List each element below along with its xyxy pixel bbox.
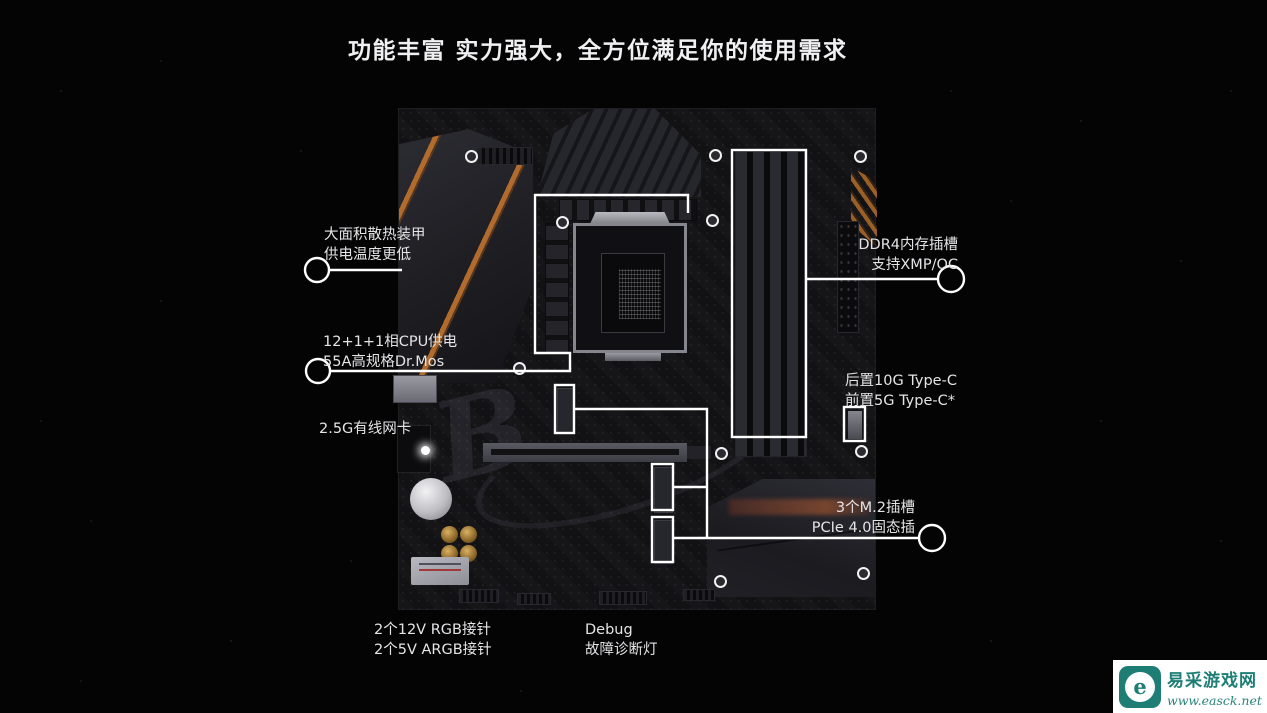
audio-chip bbox=[411, 557, 469, 585]
callout-text: 大面积散热装甲 bbox=[324, 227, 426, 243]
callout-text: 后置10G Type-C bbox=[845, 373, 957, 389]
callout-text: 2.5G有线网卡 bbox=[319, 421, 412, 437]
watermark-badge: e 易采游戏网 www.easck.net bbox=[1113, 660, 1267, 713]
screw-hole bbox=[714, 575, 727, 588]
callout-text: 前置5G Type-C* bbox=[845, 392, 955, 409]
chipset-heatsink bbox=[707, 479, 875, 597]
socket-lever bbox=[605, 353, 661, 361]
vrm-chokes-column bbox=[545, 223, 569, 355]
front-typec-header bbox=[848, 411, 862, 439]
screw-hole bbox=[709, 149, 722, 162]
callout-text: PCIe 4.0固态插 bbox=[811, 519, 915, 536]
cpu-socket-pins bbox=[619, 269, 661, 319]
callout-lan: 2.5G有线网卡 bbox=[319, 420, 411, 440]
callout-debug-led: Debug 故障诊断灯 bbox=[585, 621, 658, 660]
cmos-battery bbox=[410, 478, 452, 520]
screw-hole bbox=[556, 216, 569, 229]
cpu-power-connector bbox=[477, 147, 533, 165]
callout-text: 2个5V ARGB接针 bbox=[374, 641, 492, 658]
front-panel-header bbox=[459, 589, 499, 603]
usb-header bbox=[517, 593, 551, 605]
watermark-site-url: www.easck.net bbox=[1167, 692, 1262, 708]
callout-m2: 3个M.2插槽 PCIe 4.0固态插 bbox=[785, 499, 915, 538]
callout-text: DDR4内存插槽 bbox=[858, 237, 958, 253]
screw-hole bbox=[854, 150, 867, 163]
pcie-latch bbox=[687, 446, 711, 459]
screw-hole bbox=[513, 362, 526, 375]
m2-slot-1 bbox=[557, 388, 575, 434]
watermark-logo-letter: e bbox=[1125, 671, 1155, 702]
callout-text: Debug bbox=[585, 622, 633, 638]
callout-ddr4: DDR4内存插槽 支持XMP/OC bbox=[827, 236, 958, 275]
callout-typec: 后置10G Type-C 前置5G Type-C* bbox=[845, 372, 957, 411]
callout-text: 支持XMP/OC bbox=[871, 256, 958, 273]
watermark-site-name: 易采游戏网 bbox=[1167, 670, 1257, 691]
starfield-background bbox=[0, 0, 2, 2]
callout-text: 3个M.2插槽 bbox=[835, 500, 915, 516]
argb-header bbox=[683, 589, 715, 601]
lan-led-highlight bbox=[421, 446, 430, 455]
screw-hole bbox=[465, 150, 478, 163]
screw-hole bbox=[715, 447, 728, 460]
callout-heatsink-armor: 大面积散热装甲 供电温度更低 bbox=[324, 226, 426, 265]
callout-circle-m2 bbox=[917, 523, 947, 553]
screw-hole bbox=[857, 567, 870, 580]
callout-rgb-headers: 2个12V RGB接针 2个5V ARGB接针 bbox=[374, 621, 492, 660]
m2-slot-2 bbox=[654, 467, 673, 513]
ddr4-dimm-slots bbox=[735, 151, 807, 457]
rear-io-usb-stack bbox=[393, 375, 437, 403]
page-title: 功能丰富 实力强大，全方位满足你的使用需求 bbox=[348, 38, 848, 64]
callout-text: 2个12V RGB接针 bbox=[374, 622, 491, 638]
callout-text: 故障诊断灯 bbox=[585, 641, 658, 658]
callout-text: 12+1+1相CPU供电 bbox=[323, 334, 458, 350]
callout-text: 55A高规格Dr.Mos bbox=[323, 353, 445, 370]
watermark-logo-icon: e bbox=[1119, 665, 1161, 708]
pcie-slot-groove bbox=[491, 449, 679, 455]
atx-24pin-connector bbox=[837, 221, 859, 333]
audio-capacitor bbox=[460, 526, 477, 543]
m2-slot-3 bbox=[654, 520, 673, 564]
audio-capacitor bbox=[441, 526, 458, 543]
rgb-header bbox=[599, 591, 647, 605]
chipset-accent-print bbox=[729, 499, 869, 515]
callout-cpu-vrm: 12+1+1相CPU供电 55A高规格Dr.Mos bbox=[323, 333, 457, 372]
screw-hole bbox=[855, 445, 868, 458]
screw-hole bbox=[706, 214, 719, 227]
callout-text: 供电温度更低 bbox=[324, 246, 411, 263]
